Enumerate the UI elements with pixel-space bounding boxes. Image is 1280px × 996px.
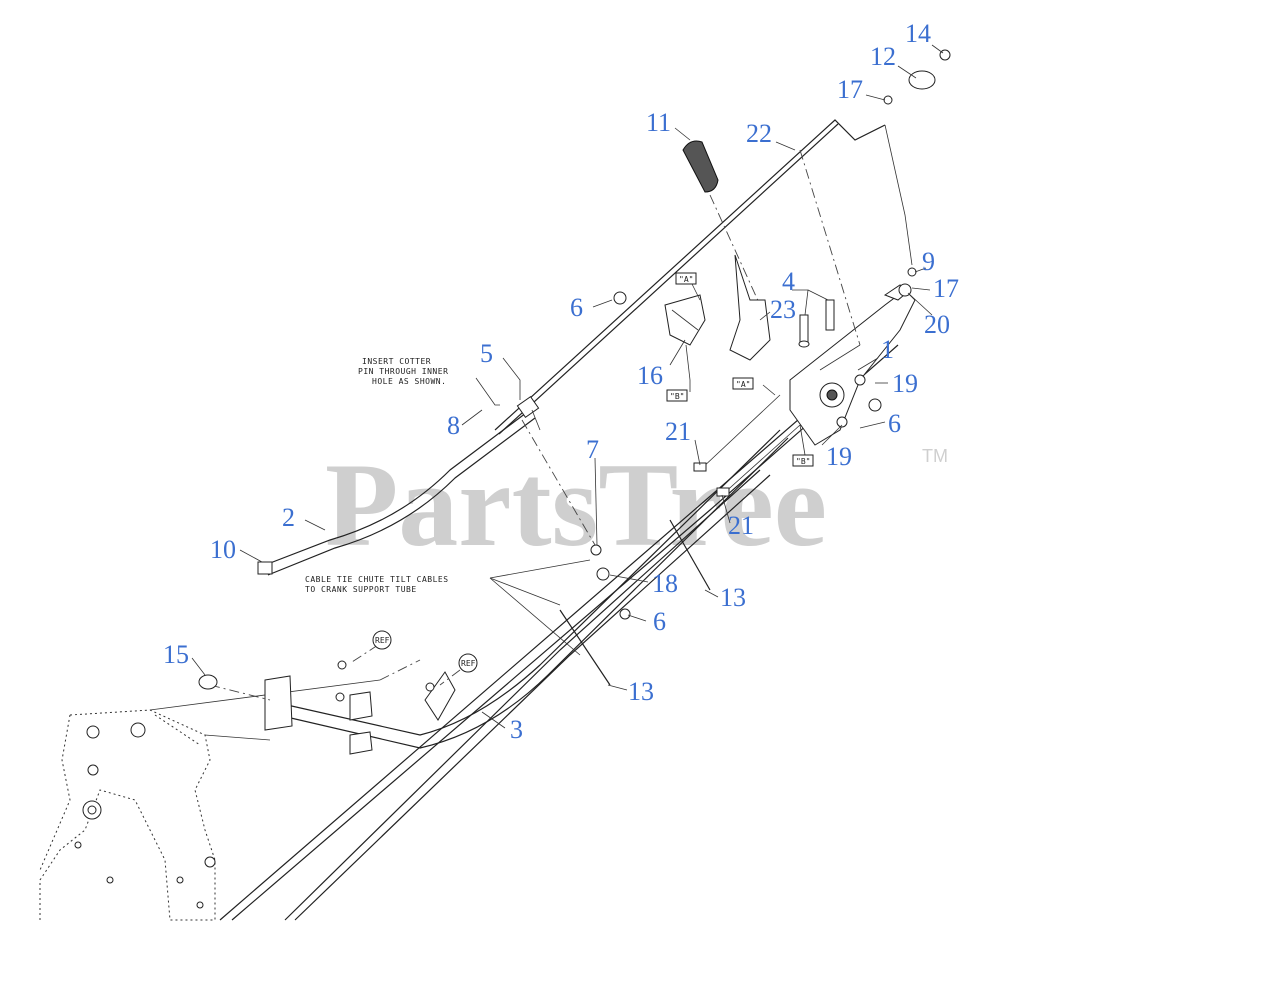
lower-crank-rod (257, 395, 541, 576)
callout-16: 16 (637, 361, 663, 390)
chassis-frame (39, 679, 381, 921)
callout-3: 3 (510, 715, 523, 744)
callout-8: 8 (447, 411, 460, 440)
ref-badge-left: REF (372, 630, 392, 650)
tag-b-upper: "B" (666, 389, 688, 402)
callout-13-lower: 13 (628, 677, 654, 706)
ref-badge-right-label: REF (461, 659, 476, 668)
callout-4: 4 (782, 267, 795, 296)
note-cable-tie: CABLE TIE CHUTE TILT CABLES TO CRANK SUP… (305, 575, 449, 594)
callout-15: 15 (163, 640, 189, 669)
callout-7: 7 (586, 435, 599, 464)
callout-5: 5 (480, 339, 493, 368)
tag-a-lower-label: "A" (736, 380, 750, 389)
callout-21-upper: 21 (665, 417, 691, 446)
callout-23: 23 (770, 295, 796, 324)
callout-2: 2 (282, 503, 295, 532)
note-cotter-pin: INSERT COTTER PIN THROUGH INNER HOLE AS … (358, 357, 448, 386)
watermark-trademark: TM (922, 446, 948, 466)
chute-rods (219, 339, 899, 921)
tag-a-lower: "A" (732, 377, 754, 390)
callout-17-right: 17 (933, 274, 959, 303)
note-cotter-line-3: HOLE AS SHOWN. (372, 377, 446, 386)
note-cable-line-1: CABLE TIE CHUTE TILT CABLES (305, 575, 449, 584)
callout-6-upper: 6 (570, 293, 583, 322)
callout-11: 11 (646, 108, 671, 137)
leader-lines (191, 44, 944, 729)
callouts: 14 12 17 11 22 9 17 20 4 23 6 5 16 1 19 … (163, 19, 959, 744)
callout-6-lower: 6 (653, 607, 666, 636)
callout-12: 12 (870, 42, 896, 71)
tag-a-upper: "A" (675, 272, 697, 285)
crank-support-tube (209, 429, 789, 755)
fasteners (198, 49, 951, 702)
callout-13-upper: 13 (720, 583, 746, 612)
callout-18: 18 (652, 569, 678, 598)
handle-and-lever (664, 140, 771, 361)
ref-badge-right: REF (458, 653, 478, 673)
note-cotter-line-2: PIN THROUGH INNER (358, 367, 448, 376)
callout-14: 14 (905, 19, 931, 48)
callout-9: 9 (922, 247, 935, 276)
callout-20: 20 (924, 310, 950, 339)
tag-a-upper-label: "A" (679, 275, 693, 284)
callout-19-upper: 19 (892, 369, 918, 398)
callout-19-lower: 19 (826, 442, 852, 471)
callout-1: 1 (881, 335, 894, 364)
callout-17-top: 17 (837, 75, 863, 104)
chute-crank-housing (789, 284, 916, 446)
ref-badge-left-label: REF (375, 636, 390, 645)
tag-b-upper-label: "B" (670, 392, 684, 401)
note-cotter-line-1: INSERT COTTER (362, 357, 431, 366)
upper-crank-rod (494, 119, 913, 435)
tag-b-lower: "B" (792, 454, 814, 467)
note-cable-line-2: TO CRANK SUPPORT TUBE (305, 585, 417, 594)
tilt-cables (521, 394, 801, 686)
callout-10: 10 (210, 535, 236, 564)
callout-6-right: 6 (888, 409, 901, 438)
callout-21-lower: 21 (728, 511, 754, 540)
tag-b-lower-label: "B" (796, 457, 810, 466)
callout-22: 22 (746, 119, 772, 148)
